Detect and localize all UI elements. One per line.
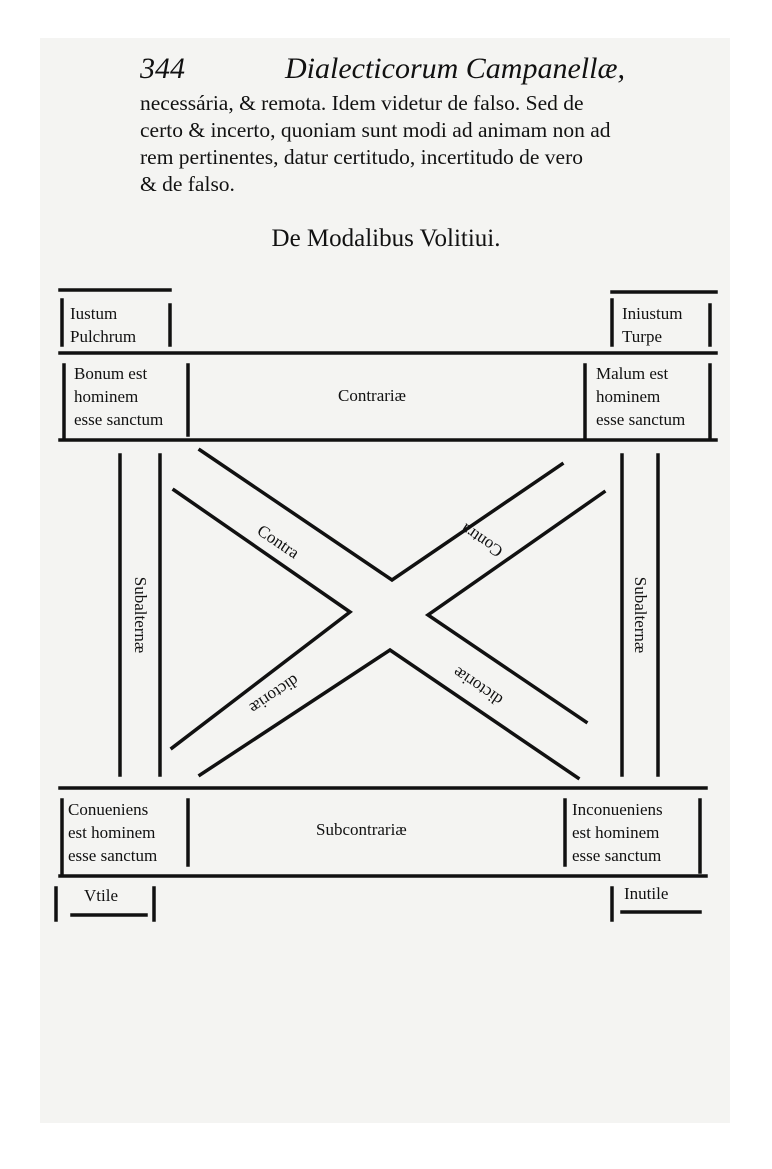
- box-inutile: Inutile: [624, 884, 669, 903]
- box-iustum: Iustum Pulchrum: [70, 304, 137, 346]
- body-line: necessária, & remota. Idem videtur de fa…: [140, 91, 584, 115]
- body-line: rem pertinentes, datur certitudo, incert…: [140, 145, 583, 169]
- x-line: [169, 487, 353, 751]
- relation-subalternae-right: Subalternæ: [631, 576, 650, 654]
- x-line: [197, 447, 565, 583]
- relation-subcontrariae: Subcontrariæ: [316, 820, 407, 839]
- relation-subalternae-left: Subalternæ: [131, 576, 150, 654]
- box-bonum: Bonum est hominem esse sanctum: [74, 364, 164, 429]
- box-vtile: Vtile: [84, 886, 118, 905]
- box-rule: [60, 298, 172, 347]
- box-malum: Malum est hominem esse sanctum: [596, 364, 686, 429]
- rail-left: [118, 453, 162, 777]
- box-rule: [610, 298, 712, 347]
- page-number: 344: [140, 52, 185, 85]
- box-rule: [610, 886, 702, 922]
- rail-right: [620, 453, 660, 777]
- body-line: certo & incerto, quoniam sunt modi ad an…: [140, 118, 611, 142]
- x-line: [424, 489, 607, 725]
- box-inconueniens: Inconueniens est hominem esse sanctum: [572, 800, 663, 865]
- box-iniustum: Iniustum Turpe: [622, 304, 683, 346]
- page-background: [40, 38, 730, 1123]
- box-rule: [583, 363, 712, 440]
- body-line: & de falso.: [140, 172, 235, 196]
- box-rule: [563, 798, 702, 874]
- page-header: 344 Dialecticorum Campanellæ,: [140, 52, 730, 92]
- running-title: Dialecticorum Campanellæ,: [285, 52, 625, 85]
- body-paragraph: necessária, & remota. Idem videtur de fa…: [140, 90, 725, 198]
- relation-contrariae: Contrariæ: [338, 386, 406, 405]
- box-rule: [62, 363, 190, 440]
- x-line: [197, 647, 581, 781]
- box-rule: [54, 886, 156, 922]
- box-rule: [60, 798, 190, 877]
- section-title: De Modalibus Volitiui.: [271, 225, 501, 252]
- box-conueniens: Conueniens est hominem esse sanctum: [68, 800, 158, 865]
